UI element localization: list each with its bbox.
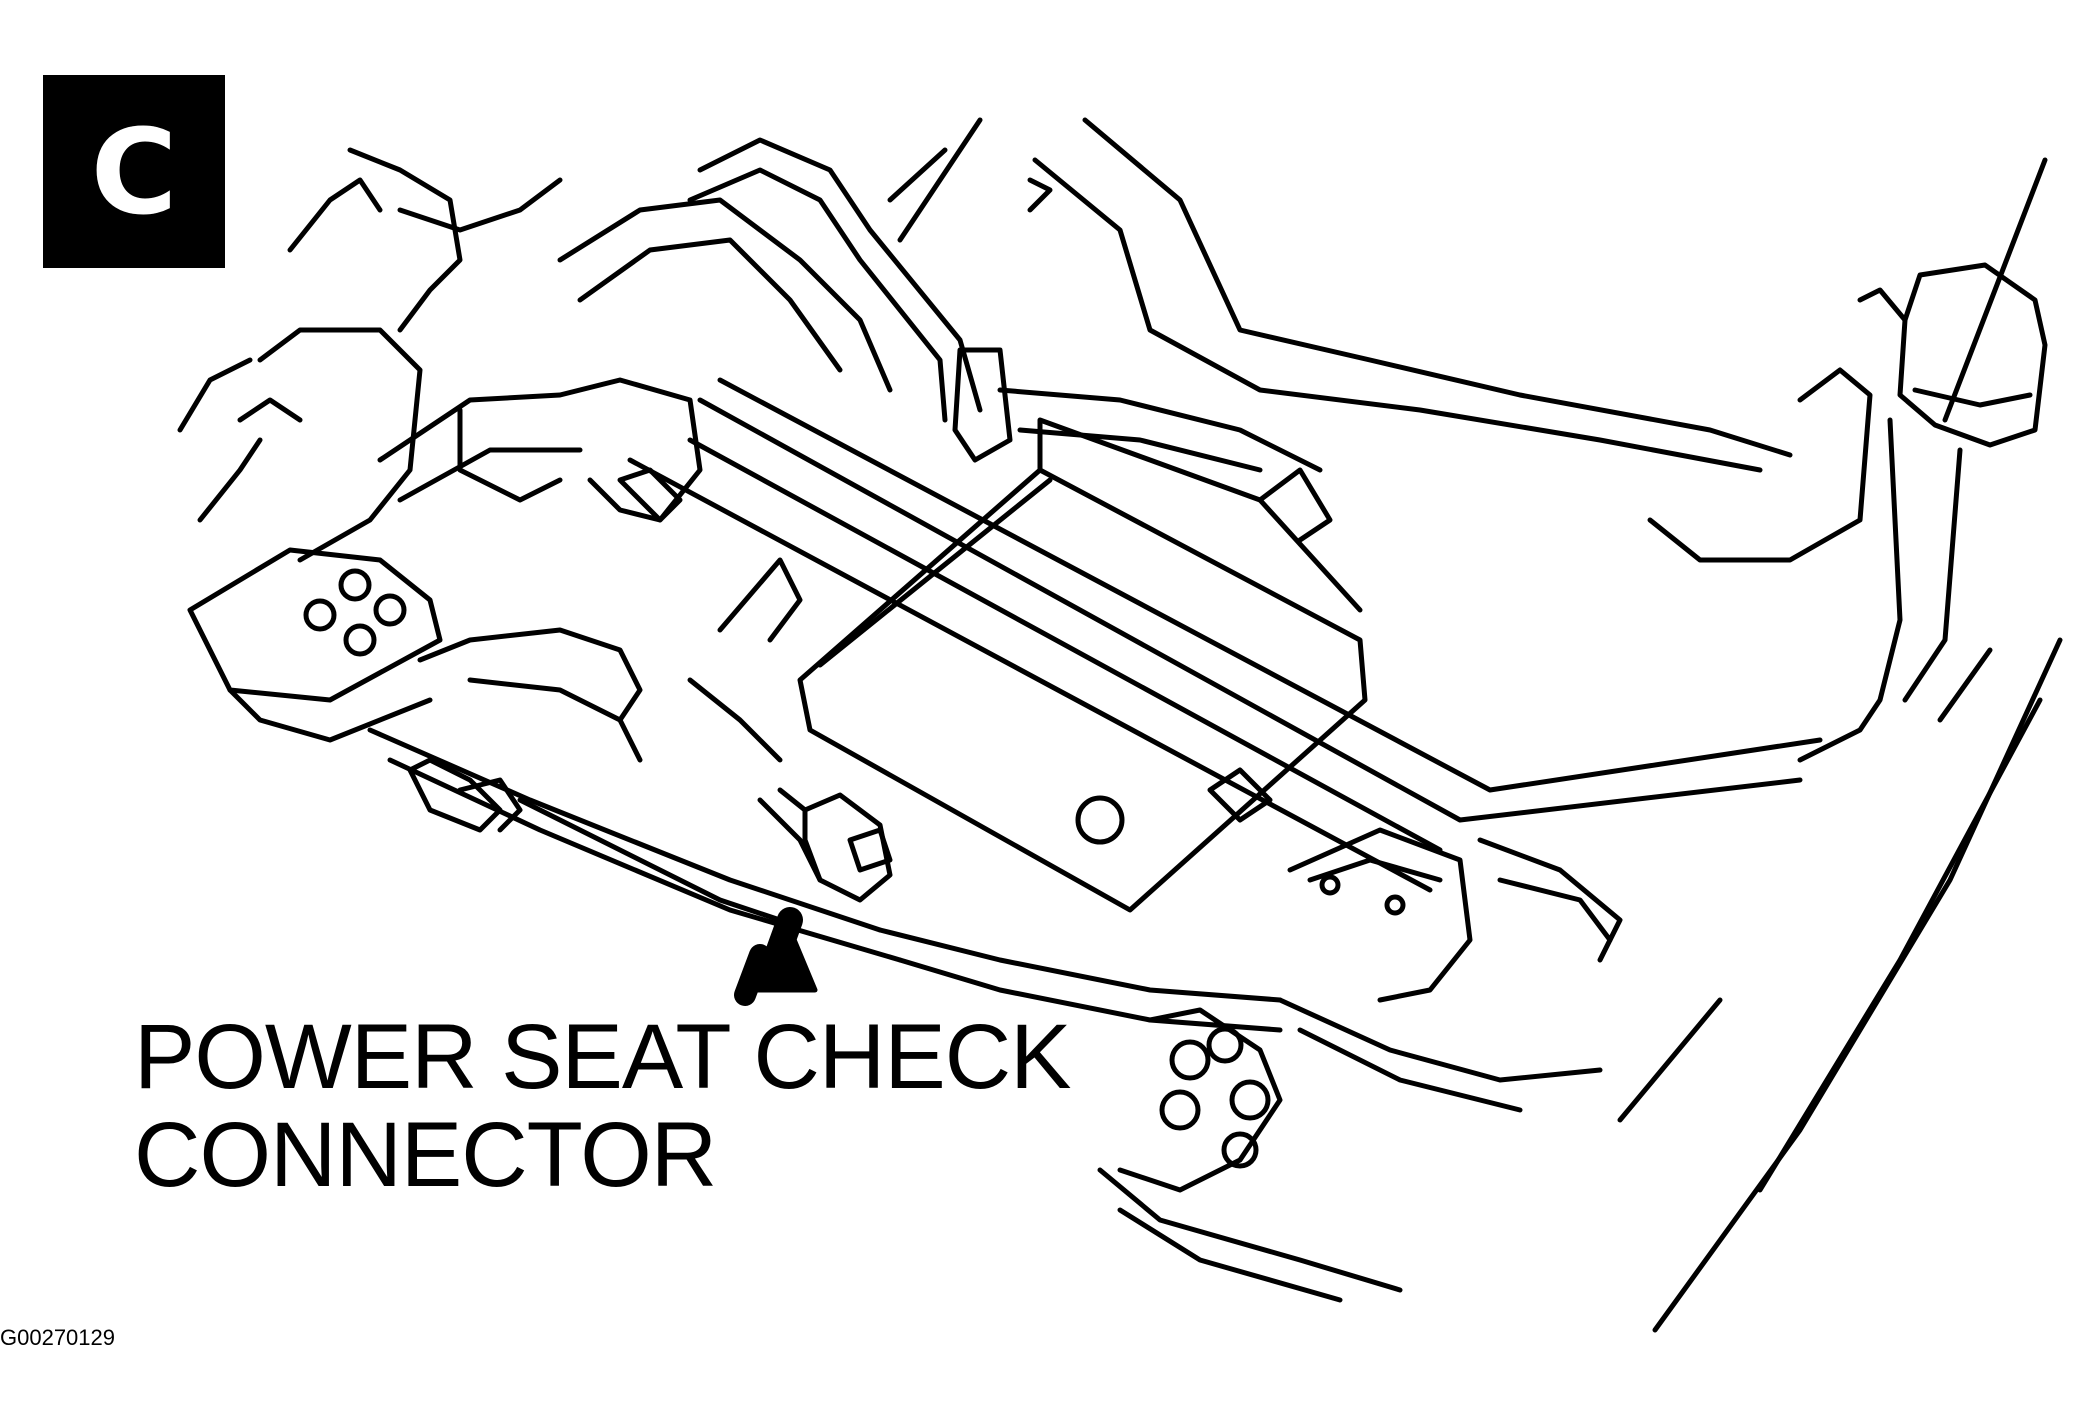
figure-id: G00270129	[0, 1325, 115, 1350]
callout-line-2: CONNECTOR	[134, 1104, 717, 1206]
badge-letter: C	[90, 102, 178, 241]
cushion-frame	[887, 117, 1793, 473]
left-lower-tube	[367, 557, 903, 963]
upper-harness	[557, 137, 1333, 543]
left-plate	[177, 357, 443, 743]
callout-label: POWER SEAT CHECK CONNECTOR	[134, 1006, 1072, 1206]
check-connector-body	[757, 787, 893, 903]
arrow-up-icon	[734, 907, 818, 1006]
bottom-rail	[877, 827, 1623, 1033]
left-bracket	[237, 147, 703, 563]
right-block	[1647, 262, 2048, 763]
callout-line-1: POWER SEAT CHECK	[134, 1006, 1072, 1108]
lower-bolt-cluster	[1097, 997, 1603, 1303]
right-rail	[1617, 157, 2063, 1333]
motor-housing	[797, 417, 1368, 913]
cross-tube	[627, 377, 1823, 893]
figure-badge: C	[43, 75, 225, 268]
